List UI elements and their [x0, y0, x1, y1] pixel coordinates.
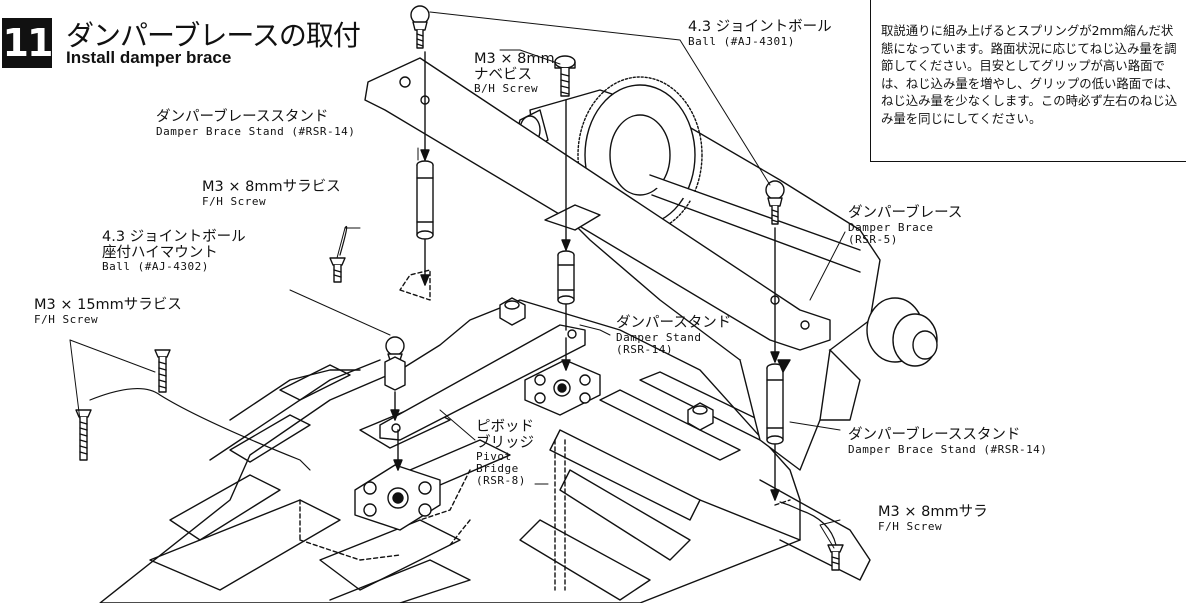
label-en: F/H Screw: [202, 194, 267, 208]
sara-screw-15mm-a: [154, 349, 171, 393]
label-jp: M3 × 8mm: [474, 51, 555, 67]
brace-stand-top-part: [416, 160, 434, 240]
label-jp: ピボッド: [476, 419, 534, 435]
label-en: Damper Brace Stand (#RSR-14): [848, 442, 1048, 456]
label-en: Ball (#AJ-4301): [688, 34, 795, 48]
label-jp: ダンパースタンド: [616, 315, 732, 331]
label-en: B/H Screw: [474, 82, 539, 96]
label-joint-ball-top: 4.3 ジョイントボール Ball (#AJ-4301): [688, 19, 832, 48]
label-en: Damper Brace: [848, 220, 934, 234]
label-sara-screw-15: M3 × 15mmサラビス F/H Screw: [34, 297, 182, 326]
step-title-japanese: ダンパーブレースの取付: [66, 19, 361, 52]
label-en-2: Bridge: [476, 462, 519, 476]
label-jp: M3 × 8mmサラビス: [202, 179, 341, 195]
step-number-badge: 11: [2, 18, 53, 68]
label-sara-screw-right: M3 × 8mmサラ F/H Screw: [878, 504, 988, 533]
label-en: Pivot: [476, 450, 512, 464]
label-en: Ball (#AJ-4302): [102, 260, 209, 274]
label-jp-2: 座付ハイマウント: [102, 244, 218, 261]
label-jp: 4.3 ジョイントボール: [688, 19, 832, 35]
chassis-plate: [99, 299, 871, 603]
label-jp: M3 × 8mmサラ: [878, 504, 988, 520]
label-en: F/H Screw: [878, 519, 943, 533]
hidden-lines: [299, 269, 791, 591]
damper-stand-part: [557, 250, 575, 305]
label-jp: M3 × 15mmサラビス: [34, 297, 182, 313]
label-pivot-bridge: ピボッド ブリッジ Pivot Bridge (RSR-8): [476, 419, 534, 488]
label-code: (RSR-14): [616, 342, 673, 356]
label-en: Damper Brace Stand (#RSR-14): [156, 124, 356, 138]
high-mount-ball-part: [384, 336, 406, 391]
joint-ball-top-right: [765, 180, 785, 225]
sara-screw-15mm-b: [75, 409, 92, 461]
adjustment-note-box: 取説通りに組み上げるとスプリングが2mm縮んだ状態になっています。路面状況に応じ…: [870, 0, 1186, 162]
label-jp-2: ナベビス: [474, 66, 532, 83]
label-jp: ダンパーブレース: [848, 205, 963, 221]
label-brace-stand-top: ダンパーブレーススタンド Damper Brace Stand (#RSR-14…: [156, 109, 356, 138]
step-title-english: Install damper brace: [66, 48, 232, 67]
label-en: F/H Screw: [34, 312, 99, 326]
label-code: (RSR-5): [848, 232, 898, 246]
label-jp-2: ブリッジ: [476, 434, 534, 451]
joint-ball-top-left: [410, 5, 430, 49]
label-jp: 4.3 ジョイントボール: [102, 229, 246, 245]
label-jp: ダンパーブレーススタンド: [156, 109, 329, 125]
brace-stand-right-part: [766, 363, 784, 445]
label-nabe-screw: M3 × 8mm ナベビス B/H Screw: [474, 51, 555, 96]
sara-screw-8mm-right: [827, 544, 844, 571]
label-code: (RSR-8): [476, 474, 526, 488]
pivot-bridge-center: [524, 359, 601, 416]
screw-guide-wires: [89, 226, 837, 546]
leader-lines: [69, 11, 846, 549]
label-sara-screw-top: M3 × 8mmサラビス F/H Screw: [202, 179, 341, 208]
label-brace-stand-right: ダンパーブレーススタンド Damper Brace Stand (#RSR-14…: [848, 427, 1048, 456]
sara-screw-8mm-left: [329, 257, 346, 283]
damper-stand-bar: [379, 204, 601, 441]
label-damper-brace: ダンパーブレース Damper Brace (RSR-5): [848, 205, 963, 246]
label-damper-stand: ダンパースタンド Damper Stand (RSR-14): [616, 315, 732, 356]
adjustment-note-text: 取説通りに組み上げるとスプリングが2mm縮んだ状態になっています。路面状況に応じ…: [881, 23, 1179, 126]
label-jp: ダンパーブレーススタンド: [848, 427, 1021, 443]
assembly-arrows: [390, 51, 791, 501]
label-en: Damper Stand: [616, 330, 702, 344]
label-joint-ball-mount: 4.3 ジョイントボール 座付ハイマウント Ball (#AJ-4302): [102, 229, 246, 274]
nabe-screw-part: [554, 55, 576, 97]
pivot-bridge-left: [354, 464, 441, 531]
lock-nuts: [499, 297, 714, 431]
